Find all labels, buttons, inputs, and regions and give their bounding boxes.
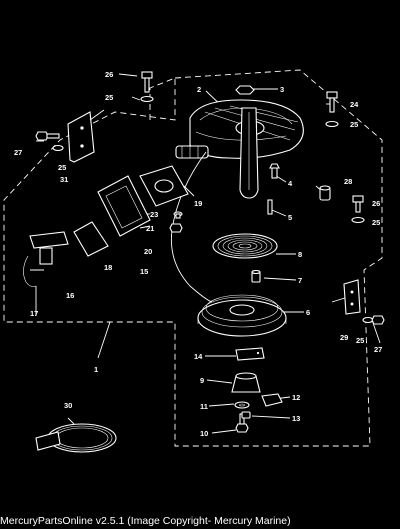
- bushing-28: [319, 185, 331, 201]
- screw-21: [169, 223, 183, 233]
- pawl-14: [235, 347, 265, 361]
- callout-9: 9: [200, 376, 204, 385]
- callout-28: 28: [344, 177, 352, 186]
- starter-rope-15: [170, 151, 213, 303]
- bolt-27-left: [35, 131, 60, 141]
- callout-24: 24: [350, 100, 359, 109]
- spacer-7: [251, 269, 261, 283]
- callout-7: 7: [298, 276, 302, 285]
- handle-insert-19: [139, 165, 189, 207]
- callout-16: 16: [66, 291, 74, 300]
- callout-27-left: 27: [14, 148, 22, 157]
- callout-25-left: 25: [58, 163, 66, 172]
- callout-26-top: 26: [105, 70, 113, 79]
- starter-housing-2: [175, 99, 304, 159]
- copyright-footer: MercuryPartsOnline v2.5.1 (Image Copyrig…: [0, 514, 400, 529]
- callout-18: 18: [104, 263, 112, 272]
- callout-10: 10: [200, 429, 208, 438]
- callout-23: 23: [150, 210, 158, 219]
- callout-3: 3: [280, 85, 284, 94]
- callout-11: 11: [200, 402, 208, 411]
- lockout-16: [23, 231, 69, 287]
- housing-boundary: [149, 77, 176, 120]
- bracket-31: [67, 109, 105, 163]
- callout-15: 15: [140, 267, 148, 276]
- bolt-24: [325, 91, 339, 128]
- bolt-10: [235, 413, 249, 433]
- screw-23: [173, 211, 183, 219]
- callout-20: 20: [144, 247, 152, 256]
- callout-29: 29: [340, 333, 348, 342]
- callout-4: 4: [288, 179, 293, 188]
- callout-6: 6: [306, 308, 310, 317]
- callout-1: 1: [94, 365, 98, 374]
- callout-31: 31: [60, 175, 68, 184]
- callout-labels: 1 2 3 4 5 6 7 8 9 10 11 12 13 14 15 16 1…: [14, 70, 382, 438]
- leader-lines: [36, 73, 381, 434]
- callout-19: 19: [194, 199, 202, 208]
- callout-17: 17: [30, 309, 38, 318]
- rope-kit-30: [35, 417, 117, 453]
- callout-25-right-low: 25: [356, 336, 364, 345]
- callout-25-top: 25: [105, 93, 113, 102]
- callout-25-right-mid: 25: [372, 218, 380, 227]
- handle-grip-18: [73, 221, 109, 257]
- callout-13: 13: [292, 414, 300, 423]
- callout-5: 5: [288, 213, 292, 222]
- drive-hub-9: [231, 372, 261, 393]
- bolt-26-right: [351, 195, 365, 224]
- callout-14: 14: [194, 352, 203, 361]
- rewind-spring-8: [212, 233, 278, 259]
- callout-27-right: 27: [374, 345, 382, 354]
- screw-4: [269, 163, 280, 179]
- handle-20: [97, 175, 151, 237]
- starter-group-boundary: [3, 69, 383, 447]
- bolt-26-top: [140, 71, 154, 103]
- wire-17: [30, 269, 44, 316]
- bolt-27-right: [362, 315, 385, 325]
- callout-25-right-top: 25: [350, 120, 358, 129]
- callout-30: 30: [64, 401, 72, 410]
- nut-3: [235, 85, 255, 95]
- pulley-6: [197, 294, 287, 337]
- callout-2: 2: [197, 85, 201, 94]
- bracket-29: [343, 279, 361, 315]
- screw-13: [241, 411, 251, 419]
- washer-11: [234, 401, 250, 409]
- callout-21: 21: [146, 224, 154, 233]
- cam-12: [261, 393, 283, 407]
- pin-5: [267, 199, 273, 215]
- callout-26-right: 26: [372, 199, 380, 208]
- washer-25-left: [52, 144, 64, 152]
- callout-12: 12: [292, 393, 300, 402]
- parts-diagram: 1 2 3 4 5 6 7 8 9 10 11 12 13 14 15 16 1…: [3, 69, 385, 453]
- callout-8: 8: [298, 250, 302, 259]
- starter-shaft: [239, 107, 259, 199]
